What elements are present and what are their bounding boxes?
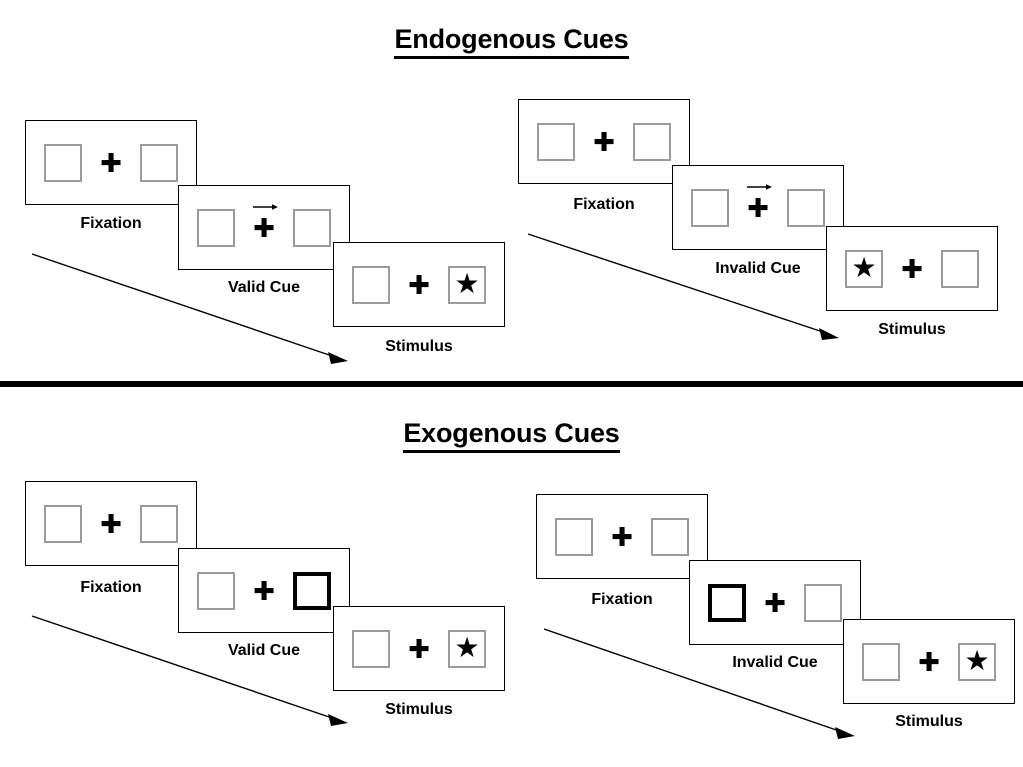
fixation-cross-wrap: ✚ [251,569,277,613]
left-box-target: ★ [845,249,883,288]
star-target-icon: ★ [851,250,877,284]
star-target-icon: ★ [454,266,480,300]
panel-exo-valid-fixation: ✚ [25,481,197,566]
fixation-cross-icon: ✚ [408,634,430,665]
caption-exo-valid-fixation: Fixation [80,579,142,596]
fixation-cross-icon: ✚ [593,127,615,158]
section-title-endogenous-text: Endogenous Cues [394,24,629,59]
fixation-cross-wrap: ✚ [98,502,124,546]
right-box [140,143,178,182]
right-box [140,504,178,543]
panel-exo-valid-cue: ✚ [178,548,350,633]
star-target-icon: ★ [454,630,480,664]
panel-endo-invalid-cue: ✚ [672,165,844,250]
section-divider [0,381,1023,387]
fixation-cross-icon: ✚ [100,509,122,540]
right-box-target: ★ [958,642,996,681]
fixation-cross-wrap: ✚ [98,141,124,185]
panel-endo-valid-cue: ✚ [178,185,350,270]
panel-exo-invalid-cue: ✚ [689,560,861,645]
fixation-cross-wrap: ✚ [899,247,925,291]
panel-endo-valid-fixation: ✚ [25,120,197,205]
fixation-cross-icon: ✚ [611,522,633,553]
right-box [941,249,979,288]
left-box [691,188,729,227]
fixation-cross-wrap: ✚ [251,203,279,250]
right-box [633,122,671,161]
fixation-cross-wrap: ✚ [745,183,773,230]
fixation-cross-icon: ✚ [747,193,769,224]
fixation-cross-icon: ✚ [253,213,275,244]
caption-endo-valid-stimulus: Stimulus [385,338,453,355]
right-box [651,517,689,556]
left-box [352,265,390,304]
arrow-right-cue-icon [253,203,279,210]
section-title-endogenous: Endogenous Cues [0,24,1023,59]
fixation-cross-icon: ✚ [408,270,430,301]
right-box-cued [293,571,331,610]
left-box [537,122,575,161]
fixation-cross-wrap: ✚ [609,515,635,559]
left-box [197,571,235,610]
panel-endo-invalid-stimulus: ★ ✚ [826,226,998,311]
fixation-cross-wrap: ✚ [406,263,432,307]
caption-endo-valid-fixation: Fixation [80,215,142,232]
left-box [555,517,593,556]
panel-exo-valid-stimulus: ✚ ★ [333,606,505,691]
right-box [804,583,842,622]
caption-exo-valid-cue: Valid Cue [227,642,301,659]
fixation-cross-icon: ✚ [100,148,122,179]
fixation-cross-icon: ✚ [764,588,786,619]
section-title-exogenous: Exogenous Cues [0,418,1023,453]
fixation-cross-icon: ✚ [253,576,275,607]
right-box-target: ★ [448,265,486,304]
left-box [197,208,235,247]
left-box [352,629,390,668]
caption-endo-invalid-cue: Invalid Cue [715,260,801,277]
caption-endo-valid-cue: Valid Cue [227,279,301,296]
right-box [787,188,825,227]
left-box-cued [708,583,746,622]
panel-endo-invalid-fixation: ✚ [518,99,690,184]
fixation-cross-wrap: ✚ [916,640,942,684]
caption-exo-invalid-cue: Invalid Cue [732,654,818,671]
left-box [44,143,82,182]
fixation-cross-wrap: ✚ [591,120,617,164]
caption-exo-invalid-fixation: Fixation [591,591,653,608]
panel-endo-valid-stimulus: ✚ ★ [333,242,505,327]
left-box [44,504,82,543]
panel-exo-invalid-fixation: ✚ [536,494,708,579]
panel-exo-invalid-stimulus: ✚ ★ [843,619,1015,704]
right-box [293,208,331,247]
arrow-right-cue-icon [747,183,773,190]
fixation-cross-wrap: ✚ [762,581,788,625]
fixation-cross-wrap: ✚ [406,627,432,671]
left-box [862,642,900,681]
fixation-cross-icon: ✚ [901,254,923,285]
star-target-icon: ★ [964,643,990,677]
caption-endo-invalid-fixation: Fixation [573,196,635,213]
caption-endo-invalid-stimulus: Stimulus [878,321,946,338]
fixation-cross-icon: ✚ [918,647,940,678]
section-title-exogenous-text: Exogenous Cues [403,418,620,453]
caption-exo-invalid-stimulus: Stimulus [895,713,963,730]
caption-exo-valid-stimulus: Stimulus [385,701,453,718]
right-box-target: ★ [448,629,486,668]
